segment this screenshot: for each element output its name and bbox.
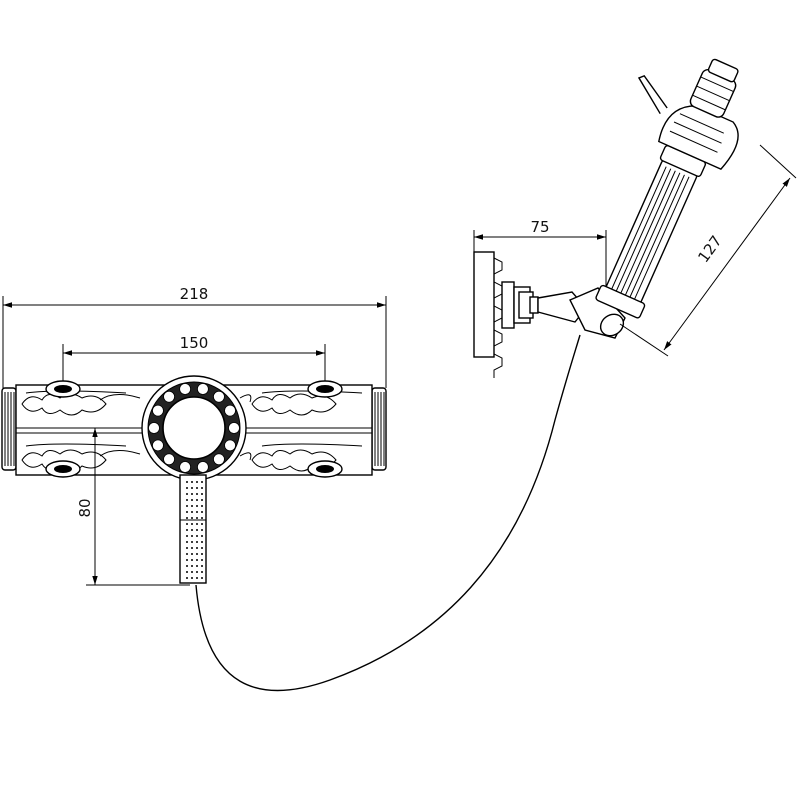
spout-texture-dot [201,547,203,549]
spout-texture-dot [186,535,188,537]
dimension-bracket-offset: 75 [473,218,607,292]
spout-texture-dot [201,529,203,531]
spout-texture-dot [186,559,188,561]
knob-scallop [179,383,192,395]
spout-texture-dot [196,571,198,573]
spout-texture-dot [191,517,193,519]
hand-shower [595,58,739,319]
spout-texture-dot [191,559,193,561]
spout-texture-dot [186,577,188,579]
spout-texture-dot [186,541,188,543]
spout-texture-dot [186,493,188,495]
spout-texture-dot [201,481,203,483]
dimension-handle-spacing: 150 [62,334,326,385]
spout-texture-dot [201,541,203,543]
spout-texture-dot [201,487,203,489]
spout-texture-dot [201,493,203,495]
knob-scallop [213,453,225,466]
spout-texture-dot [186,571,188,573]
spout-texture-dot [196,487,198,489]
spout-texture-dot [196,547,198,549]
dimension-label-127: 127 [694,232,725,266]
spout-texture-dot [201,499,203,501]
spout-texture-dot [191,523,193,525]
dimension-overall-width: 218 [2,285,387,388]
spout-texture-dot [191,535,193,537]
knob-scallop [179,461,192,473]
knob-scallop [213,390,225,403]
spout-texture-dot [191,505,193,507]
spout-texture-dot [196,481,198,483]
spout-texture-dot [196,505,198,507]
spout-texture-dot [191,565,193,567]
spout-texture-dot [191,499,193,501]
spout-texture-dot [196,553,198,555]
knob-scallop [224,439,236,452]
spout-texture-dot [196,535,198,537]
knob-scallop [163,453,175,466]
spout-texture-dot [201,559,203,561]
spout-texture-dot [196,517,198,519]
spout-texture-dot [186,487,188,489]
dimension-label-80: 80 [76,498,94,517]
dimension-label-218: 218 [180,285,209,303]
shower-hose [195,334,581,692]
handle-boss-right [307,380,343,478]
spout-texture-dot [191,529,193,531]
spout-texture-dot [191,541,193,543]
knob-scallop [148,422,160,434]
spout-texture-dot [191,511,193,513]
spout-texture-dot [186,547,188,549]
spout-texture-dot [191,487,193,489]
spout-texture-dot [196,559,198,561]
spout-texture-dot [196,577,198,579]
spout-texture-dot [191,571,193,573]
spout-texture-dot [196,499,198,501]
spout-texture-dot [191,493,193,495]
spout-texture-dot [201,553,203,555]
spout-texture-dot [191,577,193,579]
outlet-spout [179,474,207,584]
spout-texture-dot [201,523,203,525]
spout-texture-dot [201,511,203,513]
spout-texture-dot [201,565,203,567]
knob-scallop [196,383,209,395]
knob-scallop [224,404,236,417]
spout-texture-dot [196,565,198,567]
spout-texture-dot [191,481,193,483]
spout-texture-dot [186,499,188,501]
knob-scallop [196,461,209,473]
spout-texture-dot [186,481,188,483]
handle-boss-left [45,380,81,478]
spout-texture-dot [201,535,203,537]
spout-texture-dot [186,523,188,525]
spout-texture-dot [196,541,198,543]
spout-texture-dot [196,511,198,513]
dimension-label-150: 150 [180,334,209,352]
spout-texture-dot [186,517,188,519]
spout-texture-dot [191,553,193,555]
knob-scallop [152,439,164,452]
spout-texture-dot [201,571,203,573]
spout-texture-dot [186,529,188,531]
spout-texture-dot [186,511,188,513]
spout-texture-dot [196,523,198,525]
dimension-outlet-height: 80 [76,427,190,586]
spout-texture-dot [201,505,203,507]
spout-texture-dot [201,577,203,579]
wall-bracket [473,251,626,378]
spout-texture-dot [186,553,188,555]
knob-scallop [152,404,164,417]
dimension-label-75: 75 [530,218,549,236]
control-knob [141,375,247,481]
knob-scallop [228,422,240,434]
knob-scallop [163,390,175,403]
spout-texture-dot [191,547,193,549]
spout-texture-dot [196,529,198,531]
spout-texture-dot [201,517,203,519]
spout-texture-dot [186,565,188,567]
spout-texture-dot [186,505,188,507]
spout-texture-dot [196,493,198,495]
